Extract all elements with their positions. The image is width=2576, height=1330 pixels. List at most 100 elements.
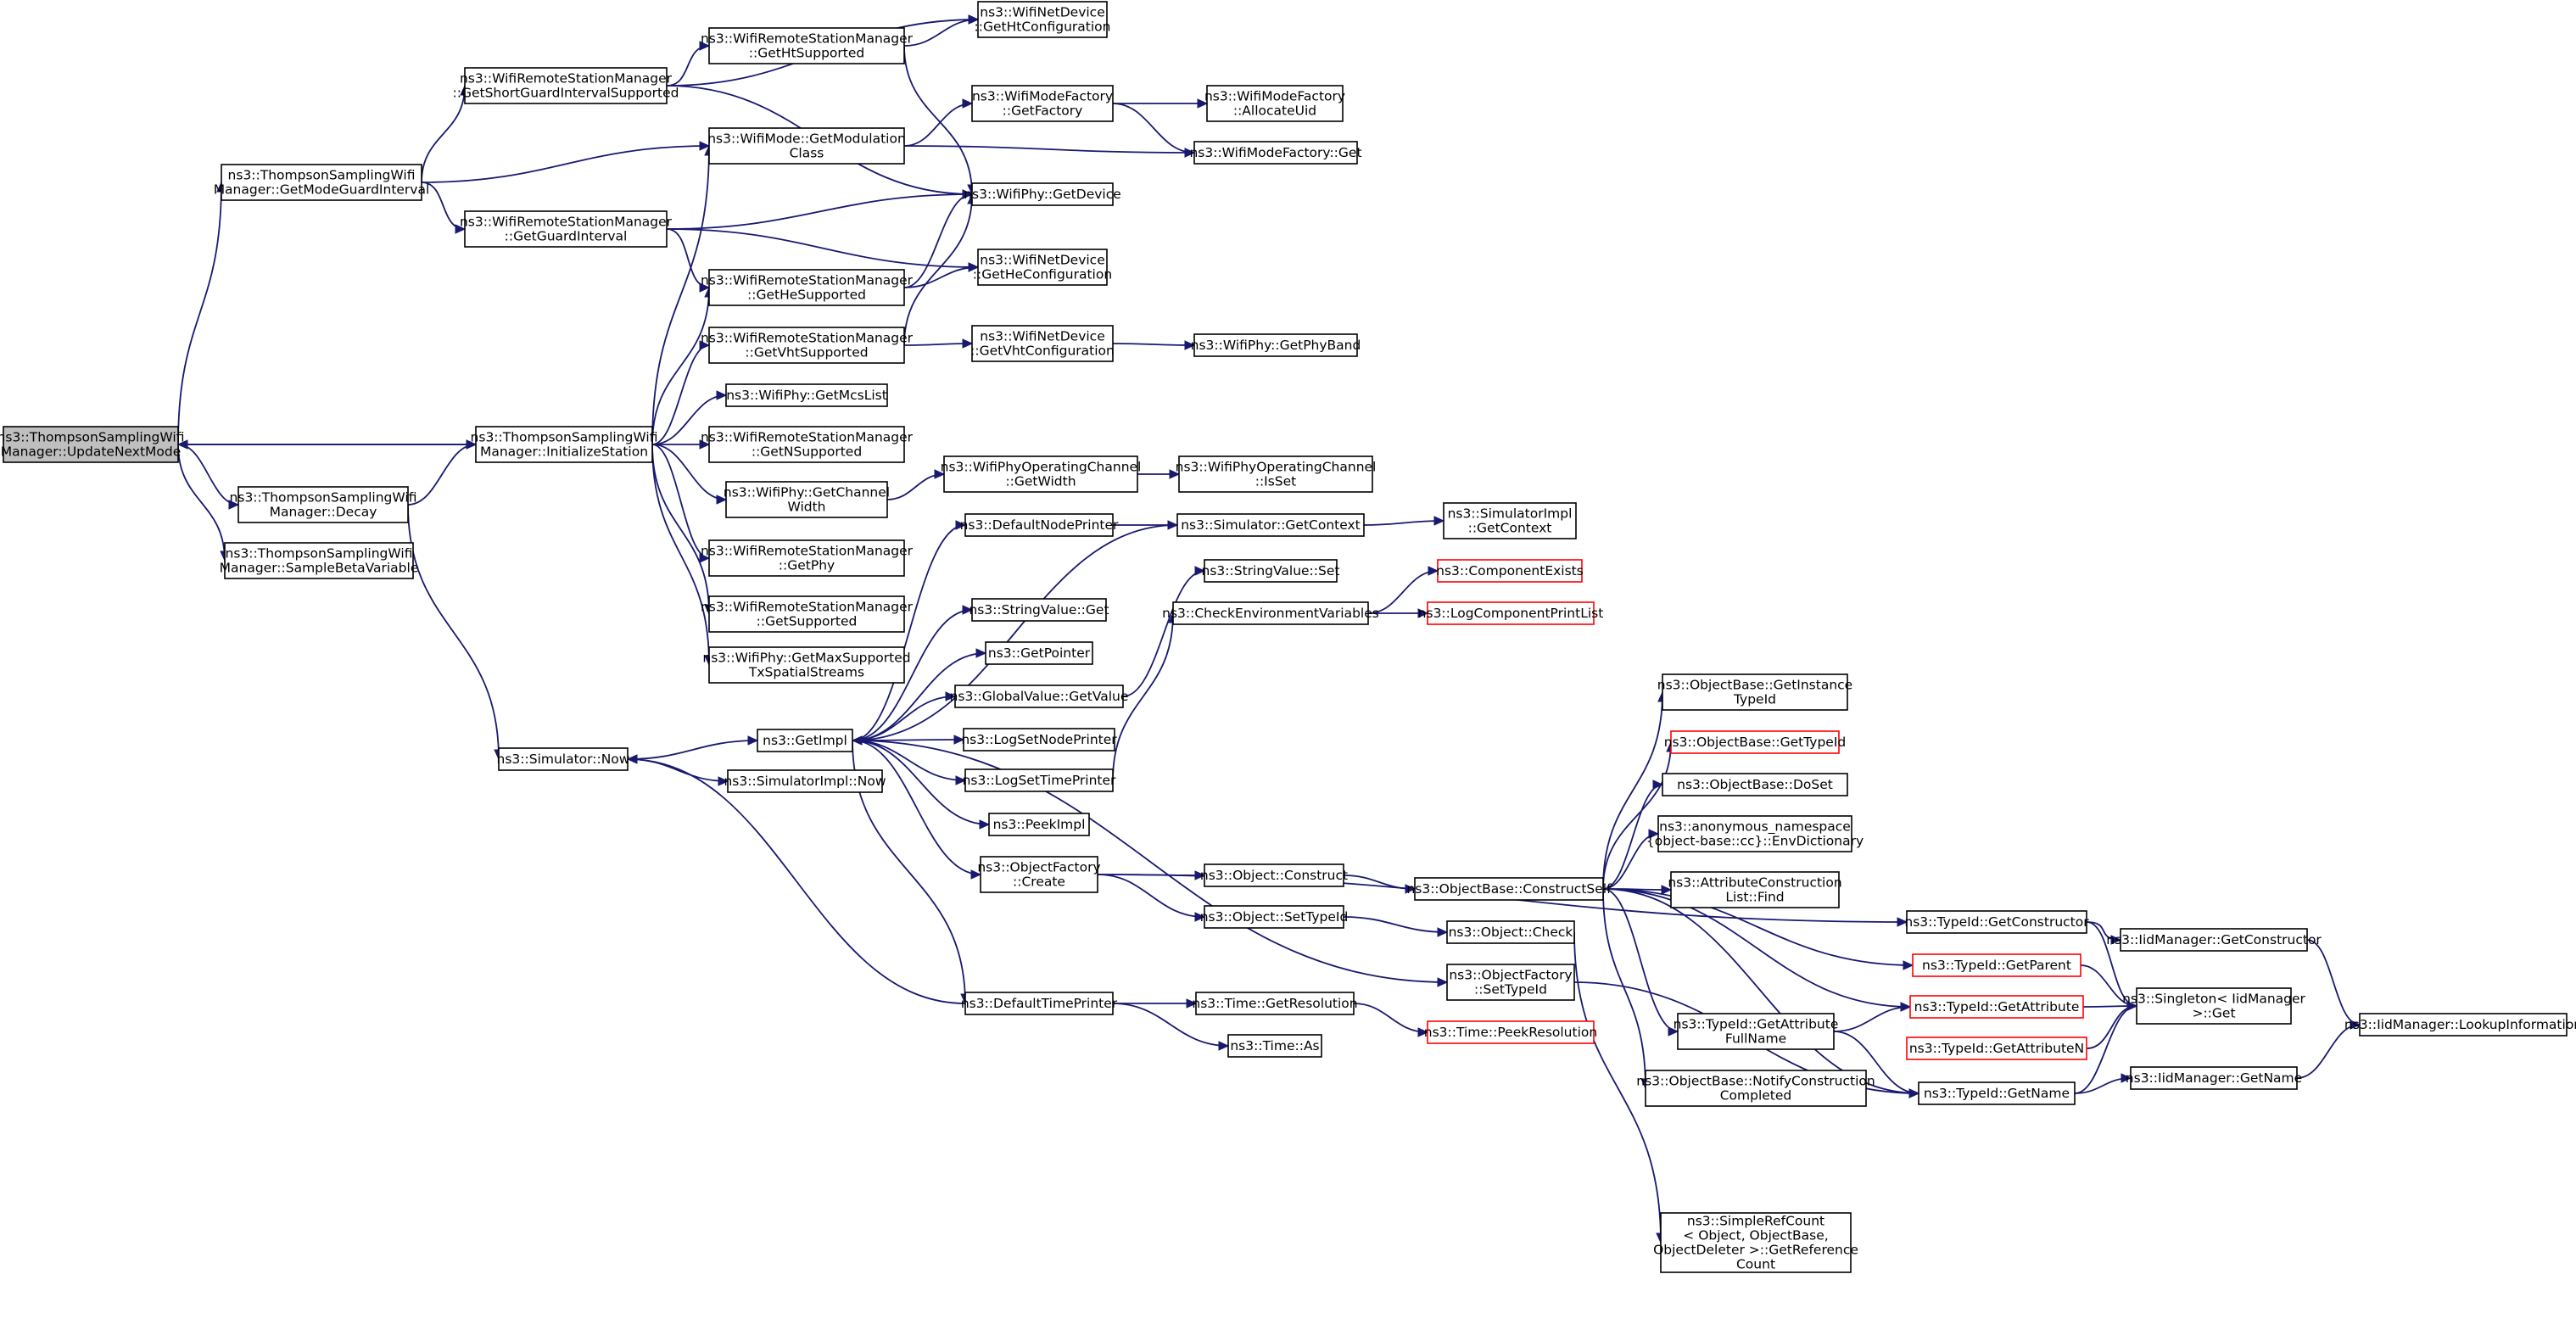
function-node-type-id-get-name[interactable]: ns3::TypeId::GetName bbox=[1918, 1081, 2076, 1105]
function-node-get-reference-count[interactable]: ns3::SimpleRefCount< Object, ObjectBase,… bbox=[1653, 1212, 1858, 1273]
function-node-get-he-supported[interactable]: ns3::WifiRemoteStationManager::GetHeSupp… bbox=[701, 269, 914, 306]
function-node-simulator-now[interactable]: ns3::Simulator::Now bbox=[497, 747, 630, 771]
function-node-get-mode-guard-interval[interactable]: ns3::ThompsonSamplingWifiManager::GetMod… bbox=[214, 164, 430, 201]
function-node-env-dictionary[interactable]: ns3::anonymous_namespace{object-base::cc… bbox=[1646, 815, 1864, 852]
call-edge bbox=[903, 343, 973, 346]
function-node-allocate-uid[interactable]: ns3::WifiModeFactory::AllocateUid bbox=[1204, 85, 1345, 122]
function-node-type-id-get-parent[interactable]: ns3::TypeId::GetParent bbox=[1912, 953, 2081, 977]
node-box bbox=[221, 164, 422, 201]
node-label-line: ::IsSet bbox=[1255, 474, 1297, 489]
node-box bbox=[708, 127, 905, 165]
function-node-peek-impl[interactable]: ns3::PeekImpl bbox=[988, 813, 1090, 836]
function-node-object-construct[interactable]: ns3::Object::Construct bbox=[1200, 863, 1348, 887]
function-node-get-ht-configuration[interactable]: ns3::WifiNetDevice::GetHtConfiguration bbox=[975, 1, 1111, 38]
function-node-get-mcs-list[interactable]: ns3::WifiPhy::GetMcsList bbox=[725, 383, 888, 407]
arrowhead bbox=[716, 495, 728, 505]
function-node-global-value-get-value[interactable]: ns3::GlobalValue::GetValue bbox=[950, 685, 1129, 708]
call-edge bbox=[407, 444, 477, 506]
call-edge bbox=[852, 740, 1448, 983]
function-node-get-device[interactable]: ns3::WifiPhy::GetDevice bbox=[964, 182, 1121, 206]
call-edge bbox=[903, 45, 973, 195]
function-node-sample-beta-variable[interactable]: ns3::ThompsonSamplingWifiManager::Sample… bbox=[220, 542, 419, 579]
node-label-line: ns3::Time::PeekResolution bbox=[1424, 1025, 1597, 1040]
function-node-type-id-get-attribute-n[interactable]: ns3::TypeId::GetAttributeN bbox=[1906, 1037, 2087, 1060]
node-label-line: ::Create bbox=[1013, 875, 1065, 890]
call-edge bbox=[2296, 1024, 2361, 1079]
function-node-type-id-get-attribute[interactable]: ns3::TypeId::GetAttribute bbox=[1909, 995, 2084, 1019]
call-edge bbox=[1602, 741, 1672, 890]
node-box bbox=[1446, 964, 1575, 1001]
function-node-get-phy-band[interactable]: ns3::WifiPhy::GetPhyBand bbox=[1191, 333, 1361, 357]
function-node-log-set-node-printer[interactable]: ns3::LogSetNodePrinter bbox=[961, 728, 1117, 752]
function-node-get-guard-interval[interactable]: ns3::WifiRemoteStationManager::GetGuardI… bbox=[460, 210, 673, 248]
function-node-default-node-printer[interactable]: ns3::DefaultNodePrinter bbox=[960, 513, 1119, 537]
call-edge bbox=[421, 145, 710, 183]
function-node-get-he-configuration[interactable]: ns3::WifiNetDevice::GetHeConfiguration bbox=[973, 249, 1112, 286]
function-node-initialize-station[interactable]: ns3::ThompsonSamplingWifiManager::Initia… bbox=[471, 426, 658, 463]
function-node-log-component-print-list[interactable]: ns3::LogComponentPrintList bbox=[1418, 601, 1604, 625]
function-node-log-set-time-printer[interactable]: ns3::LogSetTimePrinter bbox=[963, 768, 1116, 792]
function-node-get-vht-configuration[interactable]: ns3::WifiNetDevice::GetVhtConfiguration bbox=[970, 325, 1115, 362]
function-node-object-base-get-type-id[interactable]: ns3::ObjectBase::GetTypeId bbox=[1664, 730, 1847, 754]
function-node-object-factory-create[interactable]: ns3::ObjectFactory::Create bbox=[977, 856, 1101, 893]
function-node-notify-construction-completed[interactable]: ns3::ObjectBase::NotifyConstructionCompl… bbox=[1636, 1070, 1875, 1107]
function-node-get-max-supported-tx[interactable]: ns3::WifiPhy::GetMaxSupportedTxSpatialSt… bbox=[702, 646, 911, 684]
function-node-wifi-mode-factory-get[interactable]: ns3::WifiModeFactory::Get bbox=[1189, 141, 1362, 165]
node-box bbox=[1906, 910, 2087, 934]
function-node-check-env-vars[interactable]: ns3::CheckEnvironmentVariables bbox=[1162, 601, 1379, 625]
function-node-sim-impl-now[interactable]: ns3::SimulatorImpl::Now bbox=[724, 769, 886, 793]
function-node-default-time-printer[interactable]: ns3::DefaultTimePrinter bbox=[961, 992, 1118, 1015]
function-node-simulator-get-context[interactable]: ns3::Simulator::GetContext bbox=[1176, 513, 1365, 537]
node-box bbox=[1443, 502, 1577, 539]
arrowhead bbox=[1194, 912, 1206, 922]
function-node-iid-get-constructor[interactable]: ns3::IidManager::GetConstructor bbox=[2106, 928, 2322, 952]
function-node-root[interactable]: ns3::ThompsonSamplingWifiManager::Update… bbox=[0, 426, 184, 463]
function-node-time-peek-resolution[interactable]: ns3::Time::PeekResolution bbox=[1424, 1020, 1597, 1044]
node-label-line: ns3::ObjectBase::DoSet bbox=[1677, 777, 1833, 792]
function-node-op-chan-is-set[interactable]: ns3::WifiPhyOperatingChannel::IsSet bbox=[1176, 455, 1377, 493]
function-node-do-set[interactable]: ns3::ObjectBase::DoSet bbox=[1662, 773, 1848, 796]
function-node-get-factory[interactable]: ns3::WifiModeFactory::GetFactory bbox=[971, 85, 1114, 122]
node-label-line: < Object, ObjectBase, bbox=[1683, 1228, 1828, 1243]
function-node-iid-get-name[interactable]: ns3::IidManager::GetName bbox=[2126, 1066, 2302, 1090]
function-node-time-get-resolution[interactable]: ns3::Time::GetResolution bbox=[1192, 992, 1358, 1015]
function-node-get-short-gi[interactable]: ns3::WifiRemoteStationManager::GetShortG… bbox=[453, 67, 679, 104]
node-box bbox=[3, 426, 179, 463]
function-node-object-check[interactable]: ns3::Object::Check bbox=[1446, 920, 1575, 944]
function-node-construct-self[interactable]: ns3::ObjectBase::ConstructSelf bbox=[1406, 877, 1612, 901]
function-node-object-factory-set-type-id[interactable]: ns3::ObjectFactory::SetTypeId bbox=[1446, 964, 1575, 1001]
function-node-get-pointer[interactable]: ns3::GetPointer bbox=[985, 641, 1093, 665]
function-node-get-ht-supported[interactable]: ns3::WifiRemoteStationManager::GetHtSupp… bbox=[701, 27, 914, 64]
function-node-get-nsupported[interactable]: ns3::WifiRemoteStationManager::GetNSuppo… bbox=[701, 426, 914, 463]
function-node-get-supported[interactable]: ns3::WifiRemoteStationManager::GetSuppor… bbox=[701, 595, 914, 633]
node-label-line: ns3::DefaultNodePrinter bbox=[960, 517, 1119, 533]
function-node-singleton-get[interactable]: ns3::Singleton< IidManager>::Get bbox=[2122, 987, 2306, 1025]
function-node-get-vht-supported[interactable]: ns3::WifiRemoteStationManager::GetVhtSup… bbox=[701, 327, 914, 364]
arrowhead bbox=[699, 553, 711, 563]
node-label-line: ns3::Time::As bbox=[1230, 1038, 1319, 1053]
function-node-lookup-information[interactable]: ns3::IidManager::LookupInformation bbox=[2344, 1013, 2576, 1037]
node-label-line: ::AllocateUid bbox=[1233, 103, 1316, 119]
node-label-line: Manager::UpdateNextMode bbox=[1, 444, 182, 460]
call-edge bbox=[651, 444, 710, 666]
function-node-component-exists[interactable]: ns3::ComponentExists bbox=[1436, 559, 1584, 583]
arrowhead bbox=[699, 282, 711, 293]
function-node-object-set-type-id[interactable]: ns3::Object::SetTypeId bbox=[1200, 905, 1349, 929]
function-node-op-chan-get-width[interactable]: ns3::WifiPhyOperatingChannel::GetWidth bbox=[941, 455, 1142, 493]
function-node-sim-impl-get-context[interactable]: ns3::SimulatorImpl::GetContext bbox=[1443, 502, 1577, 539]
call-edge bbox=[177, 444, 226, 562]
function-node-get-phy[interactable]: ns3::WifiRemoteStationManager::GetPhy bbox=[701, 539, 914, 577]
node-box bbox=[1227, 1034, 1322, 1058]
function-node-time-as[interactable]: ns3::Time::As bbox=[1227, 1034, 1322, 1058]
node-box bbox=[708, 595, 905, 633]
function-node-string-value-get[interactable]: ns3::StringValue::Get bbox=[969, 598, 1109, 622]
function-node-get-impl[interactable]: ns3::GetImpl bbox=[757, 729, 853, 752]
function-node-type-id-get-constructor[interactable]: ns3::TypeId::GetConstructor bbox=[1904, 910, 2089, 934]
function-node-string-value-set[interactable]: ns3::StringValue::Set bbox=[1202, 559, 1340, 583]
